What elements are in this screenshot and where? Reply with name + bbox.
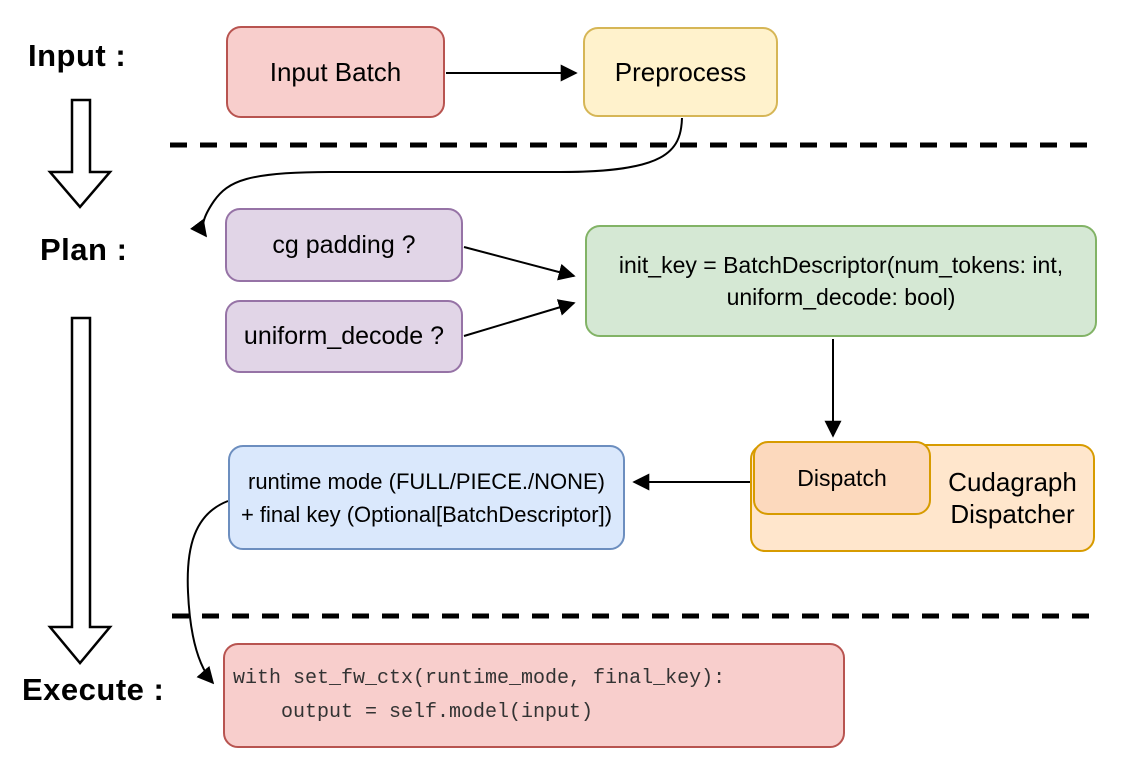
execute-code-line1: with set_fw_ctx(runtime_mode, final_key)… bbox=[233, 666, 726, 690]
node-input-batch: Input Batch bbox=[226, 26, 445, 118]
node-uniform-decode: uniform_decode ? bbox=[225, 300, 463, 373]
execute-code-line2: output = self.model(input) bbox=[233, 700, 594, 724]
edge-runtimemode-executecode bbox=[186, 500, 229, 685]
stage-label-input: Input : bbox=[28, 38, 127, 73]
edge-uniformdecode-initkey bbox=[463, 299, 576, 337]
hollow-arrow-input-to-plan bbox=[47, 98, 113, 209]
node-init-key-line2: uniform_decode: bool) bbox=[726, 284, 956, 310]
node-input-batch-label: Input Batch bbox=[269, 56, 402, 87]
node-cg-padding: cg padding ? bbox=[225, 208, 463, 282]
cudagraph-label-line1: Cudagraph bbox=[948, 466, 1077, 497]
node-runtime-mode-line1: runtime mode (FULL/PIECE./NONE) bbox=[248, 468, 605, 494]
edge-cgpadding-initkey bbox=[463, 246, 576, 281]
node-preprocess-label: Preprocess bbox=[614, 56, 747, 87]
node-execute-code: with set_fw_ctx(runtime_mode, final_key)… bbox=[223, 643, 845, 748]
node-init-key: init_key = BatchDescriptor(num_tokens: i… bbox=[585, 225, 1097, 337]
node-uniform-decode-label: uniform_decode ? bbox=[243, 322, 445, 350]
cudagraph-label-line2: Dispatcher bbox=[950, 499, 1075, 529]
hollow-arrow-plan-to-execute bbox=[47, 316, 113, 665]
node-init-key-line1: init_key = BatchDescriptor(num_tokens: i… bbox=[618, 251, 1064, 278]
node-runtime-mode: runtime mode (FULL/PIECE./NONE) + final … bbox=[228, 445, 625, 550]
node-runtime-mode-line2: + final key (Optional[BatchDescriptor]) bbox=[240, 501, 613, 527]
node-dispatch: Dispatch bbox=[753, 441, 931, 515]
stage-label-execute: Execute : bbox=[22, 672, 165, 707]
stage-label-plan: Plan : bbox=[40, 232, 128, 267]
node-dispatch-label: Dispatch bbox=[797, 464, 887, 491]
node-cudagraph-dispatcher-label: Cudagraph Dispatcher bbox=[930, 444, 1095, 552]
node-cg-padding-label: cg padding ? bbox=[272, 230, 416, 259]
node-preprocess: Preprocess bbox=[583, 27, 778, 117]
